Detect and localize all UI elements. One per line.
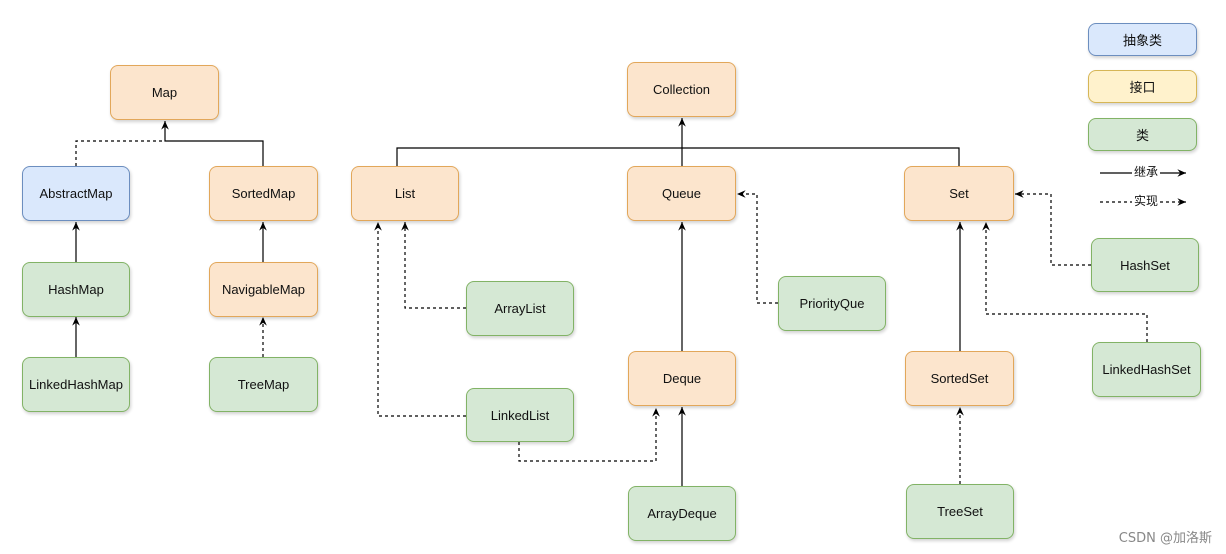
edge-abstractmap-map [75,140,165,166]
legend-inherit-label: 继承 [1132,165,1161,179]
edge-priorityque-queue [737,190,778,304]
node-tree-map-label: TreeMap [237,377,290,392]
node-linked-hash-map: LinkedHashMap [22,357,130,412]
node-tree-set-label: TreeSet [937,504,983,519]
edge-hashset-set [1015,190,1091,266]
node-linked-list: LinkedList [466,388,574,442]
legend-abstract-class: 抽象类 [1088,23,1197,56]
node-sorted-map: SortedMap [209,166,318,221]
node-hash-set-label: HashSet [1120,257,1170,273]
legend-interface: 接口 [1088,70,1197,103]
legend-interface-label: 接口 [1129,80,1156,95]
legend-implement-label: 实现 [1132,194,1161,208]
node-deque: Deque [628,351,736,406]
node-array-deque: ArrayDeque [628,486,736,541]
node-abstract-map-label: AbstractMap [39,186,113,201]
node-sorted-set: SortedSet [905,351,1014,406]
node-navigable-map: NavigableMap [209,262,318,317]
node-tree-set: TreeSet [906,484,1014,539]
watermark: CSDN @加洛斯 [1118,531,1212,546]
node-deque-label: Deque [662,371,702,386]
node-array-list: ArrayList [466,281,574,336]
node-map: Map [110,65,219,120]
node-queue: Queue [627,166,736,221]
node-linked-hash-set: LinkedHashSet [1092,342,1201,397]
node-navigable-map-label: NavigableMap [221,282,306,297]
legend-class-label: 类 [1135,128,1149,143]
edge-sortedmap-map [161,120,264,166]
node-map-label: Map [151,85,178,100]
node-list-label: List [394,186,416,201]
node-priority-que: PriorityQue [778,276,886,331]
node-array-list-label: ArrayList [494,301,546,316]
edge-arraylist-list [401,222,466,309]
node-hash-map: HashMap [22,262,130,317]
legend-abstract-class-label: 抽象类 [1122,33,1162,48]
node-collection: Collection [627,62,736,117]
node-linked-hash-map-label: LinkedHashMap [29,377,123,392]
node-list: List [351,166,459,221]
node-abstract-map: AbstractMap [22,166,130,221]
node-linked-list-label: LinkedList [490,407,550,423]
node-collection-label: Collection [652,82,711,97]
node-sorted-map-label: SortedMap [231,186,296,201]
node-tree-map: TreeMap [209,357,318,412]
edge-list-collection [396,147,960,166]
edge-linkedlist-deque [518,408,660,462]
node-array-deque-label: ArrayDeque [647,506,717,521]
node-hash-set: HashSet [1091,238,1199,292]
node-sorted-set-label: SortedSet [930,371,989,386]
legend-class: 类 [1088,118,1197,151]
edge-linkedhashset-set [982,222,1148,342]
node-queue-label: Queue [661,186,702,201]
edge-linkedlist-list [374,222,466,417]
node-set-label: Set [949,186,969,201]
node-hash-map-label: HashMap [48,282,104,297]
node-priority-que-label: PriorityQue [799,296,865,311]
node-linked-hash-set-label: LinkedHashSet [1102,362,1191,377]
node-set: Set [904,166,1014,221]
